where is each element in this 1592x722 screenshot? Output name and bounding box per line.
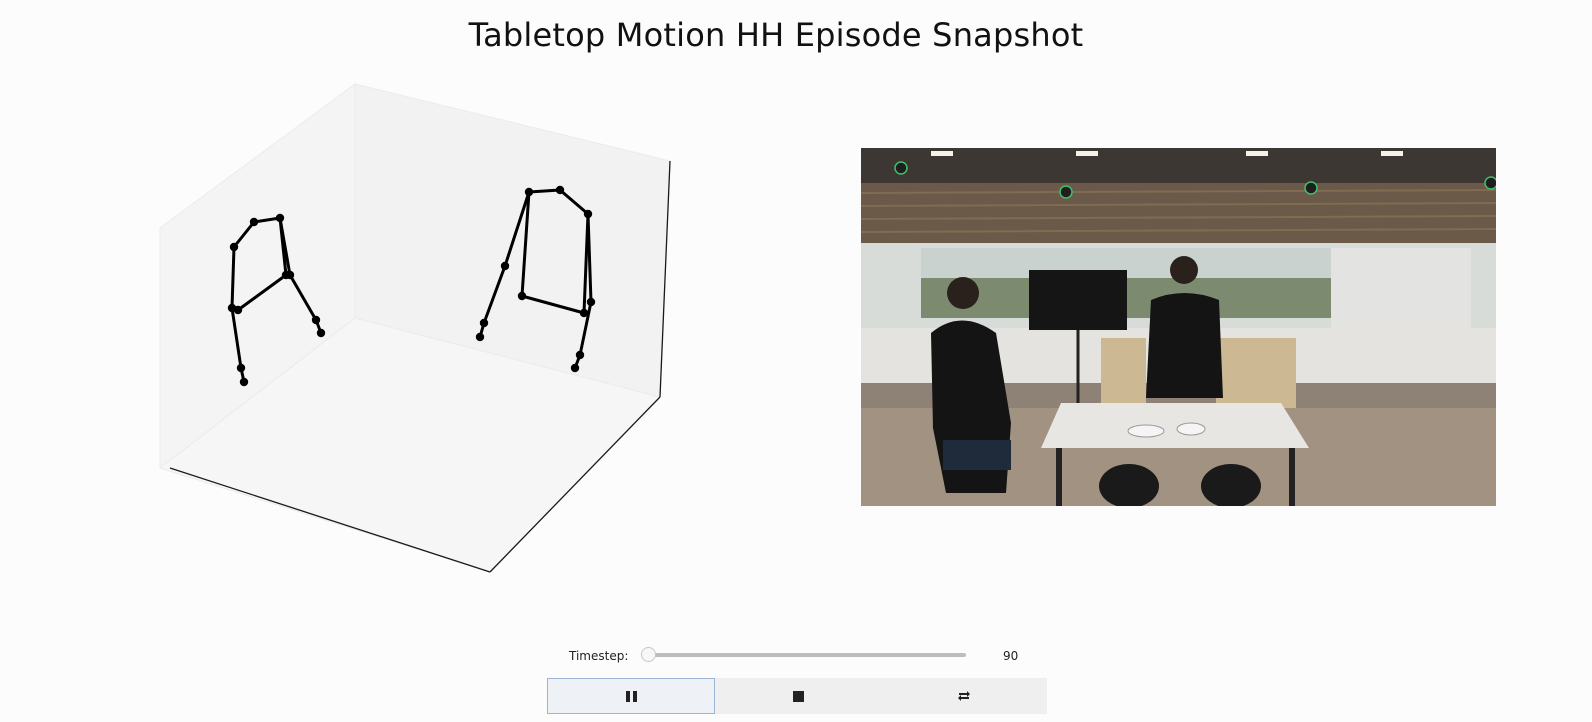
axis-edge-z — [659, 160, 671, 398]
stop-icon — [792, 690, 804, 702]
skeleton-right-joints — [475, 185, 596, 373]
timestep-slider[interactable] — [641, 647, 966, 663]
slider-track[interactable] — [641, 653, 966, 657]
loop-button[interactable] — [881, 678, 1047, 714]
video-frame — [861, 148, 1496, 506]
skeleton-left-joints — [227, 213, 326, 387]
slider-thumb[interactable] — [641, 647, 656, 662]
timestep-value: 90 — [1003, 649, 1019, 663]
stop-button[interactable] — [715, 678, 881, 714]
pose-3d-plot — [158, 83, 671, 573]
page-title: Tabletop Motion HH Episode Snapshot — [468, 16, 1084, 54]
skeleton-right — [478, 188, 593, 370]
pause-button[interactable] — [547, 678, 715, 714]
axis-edge-x — [169, 467, 491, 573]
axis-edge-y — [489, 396, 661, 573]
timestep-label: Timestep: — [569, 649, 629, 663]
loop-icon — [958, 691, 970, 701]
video-scene — [861, 148, 1496, 506]
playback-controls — [547, 678, 1047, 714]
pause-icon — [625, 690, 637, 702]
